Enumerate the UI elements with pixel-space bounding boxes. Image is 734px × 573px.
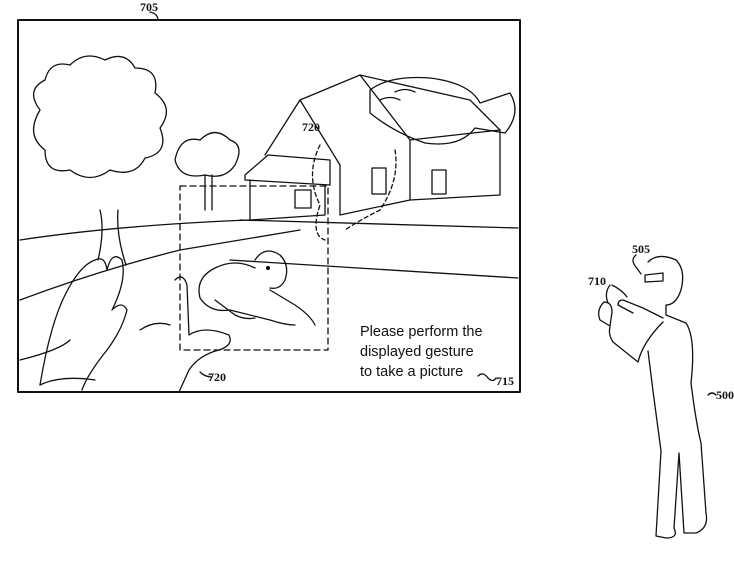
reference-710: 710 (588, 274, 606, 288)
leader-705 (149, 11, 159, 21)
tree (33, 55, 240, 266)
reference-705: 705 (140, 0, 158, 14)
house (244, 74, 501, 221)
reference-720-bottom: 720 (208, 370, 226, 384)
prompt-line-2: displayed gesture (360, 344, 474, 360)
reference-715: 715 (496, 374, 514, 388)
gesture-prompt: Please perform the displayed gesture to … (360, 322, 483, 382)
landscape (19, 219, 519, 361)
dog (198, 250, 316, 326)
headset (644, 272, 664, 283)
reference-505: 505 (632, 242, 650, 256)
reference-720-top: 720 (302, 120, 320, 134)
reference-500: 500 (716, 388, 734, 402)
display-frame (17, 19, 521, 393)
camera-frame-gesture (179, 185, 329, 351)
leader-715 (477, 373, 497, 382)
user-left-hand-in-view (39, 256, 128, 391)
prompt-line-1: Please perform the (360, 324, 483, 340)
displayed-gesture-hand (311, 76, 516, 241)
user-person (598, 254, 717, 539)
prompt-line-3: to take a picture (360, 364, 464, 380)
user-right-hand-in-view (139, 276, 231, 393)
